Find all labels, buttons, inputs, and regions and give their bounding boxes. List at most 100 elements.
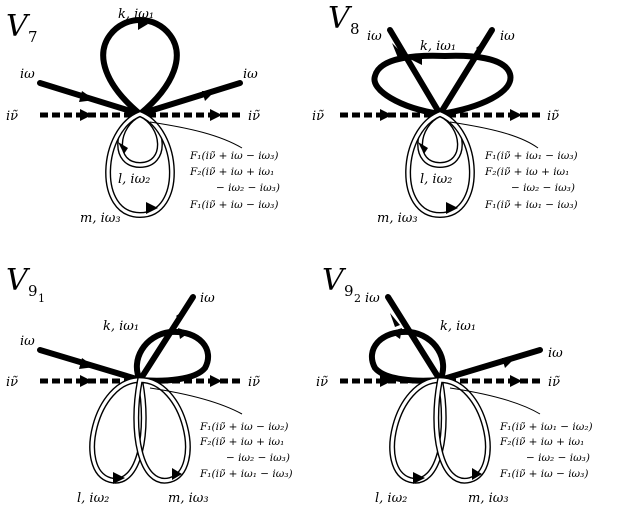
- arrowhead: [210, 109, 222, 121]
- panel-v9-1: V 9 1 k, iω₁ iω iω iν̃ iν̃ l, iω₂ m,: [6, 263, 293, 506]
- double-loop-l: [89, 376, 147, 484]
- label-nu-right: iν̃: [248, 375, 260, 390]
- pointer-line: [449, 387, 541, 415]
- f-line-4: F₁(iν̃ + iω₁ − iω₃): [199, 468, 293, 480]
- f-line-3: − iω₂ − iω₃): [526, 452, 590, 464]
- label-nu-right: iν̃: [248, 109, 260, 124]
- arrowhead: [176, 309, 186, 321]
- panel-title-sub: 8: [350, 20, 360, 38]
- panel-title-sub: 9: [344, 282, 354, 300]
- label-k: k, iω₁: [103, 319, 139, 334]
- double-loop-m: [433, 376, 491, 484]
- panel-title-letter: V: [328, 1, 353, 36]
- label-nu-left: iν̃: [312, 109, 324, 124]
- f-line-1: F₁(iν̃ + iω₁ − iω₃): [484, 150, 578, 162]
- label-in-right: iω: [243, 67, 258, 82]
- external-line-left: [387, 27, 443, 117]
- f-line-1: F₁(iν̃ + iω − iω₃): [189, 150, 278, 162]
- panel-title-subsub: 2: [354, 292, 361, 305]
- arrowhead: [138, 18, 148, 30]
- label-nu-right: iν̃: [548, 375, 560, 390]
- external-line-right: [437, 347, 543, 383]
- panel-title-letter: V: [6, 9, 31, 44]
- f-line-1: F₁(iν̃ + iω₁ − iω₂): [499, 421, 593, 433]
- panel-title-letter: V: [322, 263, 347, 298]
- f-line-4: F₁(iν̃ + iω − iω₃): [189, 199, 278, 211]
- arrowhead: [472, 468, 482, 480]
- label-in-left: iω: [365, 291, 380, 306]
- label-nu-left: iν̃: [6, 375, 18, 390]
- external-line-left: [385, 294, 443, 383]
- label-m: m, iω₃: [80, 211, 121, 226]
- arrowhead: [178, 328, 190, 339]
- panel-title-subsub: 1: [38, 292, 45, 305]
- label-in-right: iω: [200, 291, 215, 306]
- arrowhead: [380, 375, 392, 387]
- arrowhead: [418, 142, 428, 154]
- label-m: m, iω₃: [168, 491, 209, 506]
- f-line-2: F₂(iν̃ + iω + iω₁: [199, 436, 284, 448]
- label-nu-left: iν̃: [6, 109, 18, 124]
- arrowhead: [476, 40, 486, 53]
- arrowhead: [390, 313, 400, 327]
- f-line-3: − iω₂ − iω₃): [226, 452, 290, 464]
- label-l: l, iω₂: [375, 491, 407, 506]
- f-line-3: − iω₂ − iω₃): [216, 182, 280, 194]
- double-loop-m: [405, 110, 475, 219]
- arrowhead: [446, 202, 458, 214]
- pointer-line: [449, 121, 539, 149]
- f-line-2: F₂(iν̃ + iω + iω₁: [484, 166, 569, 178]
- f-line-4: F₁(iν̃ + iω₁ − iω₃): [484, 199, 578, 211]
- f-line-2: F₂(iν̃ + iω + iω₁: [499, 436, 584, 448]
- label-k: k, iω₁: [440, 319, 476, 334]
- pointer-line: [149, 387, 243, 415]
- label-k: k, iω₁: [420, 39, 456, 54]
- label-l: l, iω₂: [420, 172, 452, 187]
- loop-k: [371, 52, 514, 117]
- arrowhead: [80, 375, 92, 387]
- arrowhead: [79, 358, 95, 369]
- f-line-4: F₁(iν̃ + iω − iω₃): [499, 468, 588, 480]
- panel-v9-2: V 9 2 k, iω₁ iω iω iν̃ iν̃ l, iω₂ m,: [316, 263, 593, 506]
- loop-k: [100, 17, 180, 117]
- arrowhead: [510, 375, 522, 387]
- arrowhead: [146, 202, 158, 214]
- pointer-line: [149, 121, 243, 149]
- label-in-right: iω: [500, 29, 515, 44]
- label-m: m, iω₃: [377, 211, 418, 226]
- label-l: l, iω₂: [118, 172, 150, 187]
- double-loop-m: [133, 376, 191, 484]
- label-in-left: iω: [367, 29, 382, 44]
- arrowhead: [210, 375, 222, 387]
- arrowhead: [410, 53, 422, 65]
- label-in-left: iω: [20, 334, 35, 349]
- panel-title-sub: 9: [28, 282, 38, 300]
- arrowhead: [510, 109, 522, 121]
- double-loop-m: [105, 110, 175, 219]
- label-in-left: iω: [20, 67, 35, 82]
- f-line-1: F₁(iν̃ + iω − iω₂): [199, 421, 288, 433]
- arrowhead: [172, 468, 182, 480]
- panel-title-sub: 7: [28, 28, 38, 46]
- arrowhead: [390, 328, 402, 339]
- f-line-2: F₂(iν̃ + iω + iω₁: [189, 166, 274, 178]
- f-line-3: − iω₂ − iω₃): [511, 182, 575, 194]
- arrowhead: [380, 109, 392, 121]
- panel-v7: V 7 k, iω₁ iω iω iν̃ iν̃ l, iω₂ m, iω₃: [6, 7, 280, 226]
- arrowhead: [392, 43, 404, 58]
- label-l: l, iω₂: [77, 491, 109, 506]
- panel-v8: V 8 k, iω₁ iω iω iν̃ iν̃ l, iω₂ m, iω₃: [312, 1, 578, 226]
- label-m: m, iω₃: [468, 491, 509, 506]
- label-in-right: iω: [548, 346, 563, 361]
- arrowhead: [502, 358, 515, 368]
- arrowhead: [113, 472, 125, 484]
- arrowhead: [202, 91, 215, 101]
- arrowhead: [118, 142, 128, 154]
- label-nu-right: iν̃: [547, 109, 559, 124]
- label-nu-left: iν̃: [316, 375, 328, 390]
- external-line-right: [137, 80, 243, 117]
- arrowhead: [80, 109, 92, 121]
- panel-title-letter: V: [6, 263, 31, 298]
- double-loop-l: [389, 376, 447, 484]
